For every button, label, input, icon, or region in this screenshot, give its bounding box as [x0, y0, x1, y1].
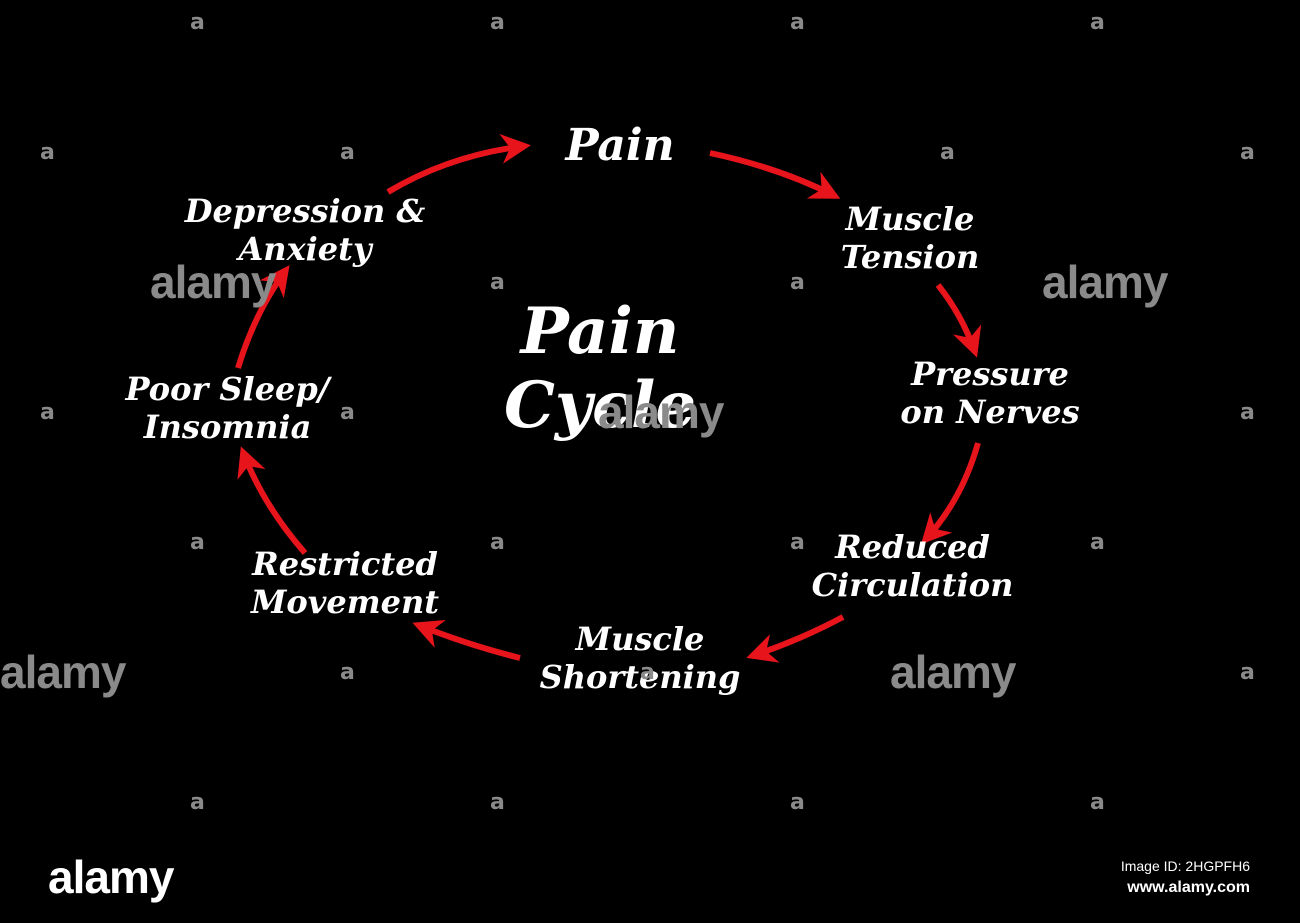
arrow-pain-to-tension [709, 150, 841, 199]
watermark-mark: a [640, 660, 655, 685]
watermark-mark: a [1090, 790, 1105, 815]
node-muscle-shortening: Muscle Shortening [515, 620, 765, 697]
watermark-mark: a [340, 660, 355, 685]
node-reduced-circulation: Reduced Circulation [785, 528, 1040, 605]
node-label: Muscle [575, 620, 705, 658]
node-depression-anxiety: Depression & Anxiety [170, 192, 440, 269]
node-label: Movement [251, 583, 439, 622]
node-label: Pressure [911, 355, 1069, 393]
watermark-mark: a [190, 10, 205, 35]
watermark-brand: alamy [1042, 256, 1168, 308]
diagram-title: Pain Cycle [460, 295, 740, 442]
node-muscle-tension: Muscle Tension [815, 200, 1005, 277]
watermark-mark: a [940, 140, 955, 165]
arrow-shortening-to-restricted [412, 619, 521, 661]
watermark-mark: a [790, 530, 805, 555]
watermark-mark: a [1240, 400, 1255, 425]
watermark-brand: alamy [890, 646, 1016, 698]
node-pain: Pain [540, 120, 700, 173]
title-line: Pain [520, 294, 680, 369]
node-label: Tension [840, 238, 980, 277]
node-restricted-movement: Restricted Movement [230, 545, 460, 622]
watermark-mark: a [1090, 10, 1105, 35]
watermark-brand: alamy [0, 646, 126, 698]
title-line: Cycle [503, 367, 697, 443]
watermark-mark: a [790, 790, 805, 815]
site-url-text: www.alamy.com [1127, 879, 1250, 896]
watermark-mark: a [490, 790, 505, 815]
image-id-text: Image ID: 2HGPFH6 [1120, 858, 1250, 874]
node-poor-sleep: Poor Sleep/ Insomnia [110, 370, 345, 447]
node-pressure-on-nerves: Pressure on Nerves [885, 355, 1095, 432]
node-label: on Nerves [900, 393, 1080, 432]
watermark-mark: a [490, 530, 505, 555]
arrow-tension-to-pressure [935, 283, 982, 358]
watermark-mark: a [1240, 140, 1255, 165]
watermark-mark: a [1240, 660, 1255, 685]
arrow-pressure-to-circulation [920, 442, 981, 545]
watermark-mark: a [190, 530, 205, 555]
watermark-mark: a [340, 400, 355, 425]
node-label: Muscle [845, 200, 975, 238]
node-label: Poor Sleep/ [125, 370, 330, 408]
watermark-mark: a [1090, 530, 1105, 555]
watermark-brand: alamy [150, 256, 276, 308]
node-label: Insomnia [143, 408, 312, 447]
node-label: Circulation [811, 566, 1014, 605]
watermark-brand: alamy [598, 386, 724, 438]
node-label: Restricted [252, 545, 438, 583]
arrow-restricted-to-sleep [237, 446, 308, 555]
watermark-mark: a [790, 270, 805, 295]
node-label: Anxiety [238, 230, 372, 269]
watermark-mark: a [40, 140, 55, 165]
arrow-depression-to-pain [386, 133, 531, 195]
watermark-mark: a [190, 790, 205, 815]
node-label: Depression & [184, 192, 426, 230]
node-label: Reduced [835, 528, 990, 566]
watermark-mark: a [490, 270, 505, 295]
node-label: Pain [565, 120, 675, 171]
arrow-circulation-to-shortening [746, 614, 845, 663]
watermark-mark: a [490, 10, 505, 35]
node-label: Shortening [539, 658, 741, 697]
watermark-mark: a [340, 140, 355, 165]
watermark-mark: a [790, 10, 805, 35]
arrow-sleep-to-depression [235, 265, 290, 369]
watermark-mark: a [40, 400, 55, 425]
alamy-logo: alamy [48, 851, 174, 903]
